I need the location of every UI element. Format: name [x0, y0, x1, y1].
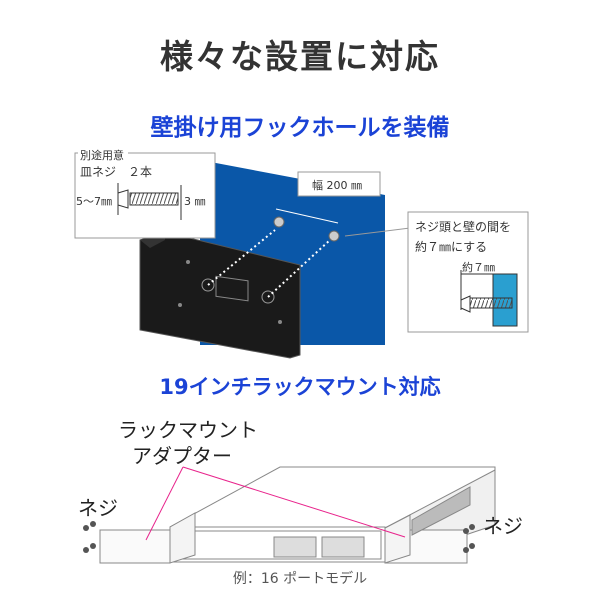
screw-box-label: 別途用意: [80, 149, 124, 162]
screw-label-left: ネジ: [78, 496, 118, 520]
adapter-label-line2: アダプター: [132, 444, 232, 468]
screw-icon: [273, 216, 285, 228]
gap-dimension: 約７㎜: [462, 261, 495, 274]
screw-label-right: ネジ: [483, 514, 523, 538]
rack-switch: [99, 466, 496, 564]
screw-box-item: 皿ネジ ２本: [80, 165, 153, 179]
screw-head-size: 5～7㎜: [76, 195, 112, 208]
page-title: 様々な設置に対応: [160, 37, 440, 76]
rack-mount-heading: 19インチラックマウント対応: [159, 375, 441, 399]
model-caption: 例：16 ポートモデル: [232, 571, 368, 587]
screw-shaft-size: 3 ㎜: [184, 195, 206, 208]
gap-note-line2: 約７㎜にする: [415, 240, 488, 254]
width-label: 幅 200 ㎜: [312, 179, 362, 192]
screw-drawing: [117, 183, 182, 220]
wall-mount-heading: 壁掛け用フックホールを装備: [150, 115, 450, 141]
adapter-label-line1: ラックマウント: [118, 418, 258, 442]
screw-icons-left: [83, 521, 96, 553]
screw-icon: [328, 230, 340, 242]
gap-note-line1: ネジ頭と壁の間を: [415, 220, 512, 234]
switch-box-wall: [139, 231, 301, 359]
screw-icons-right: [463, 524, 475, 553]
